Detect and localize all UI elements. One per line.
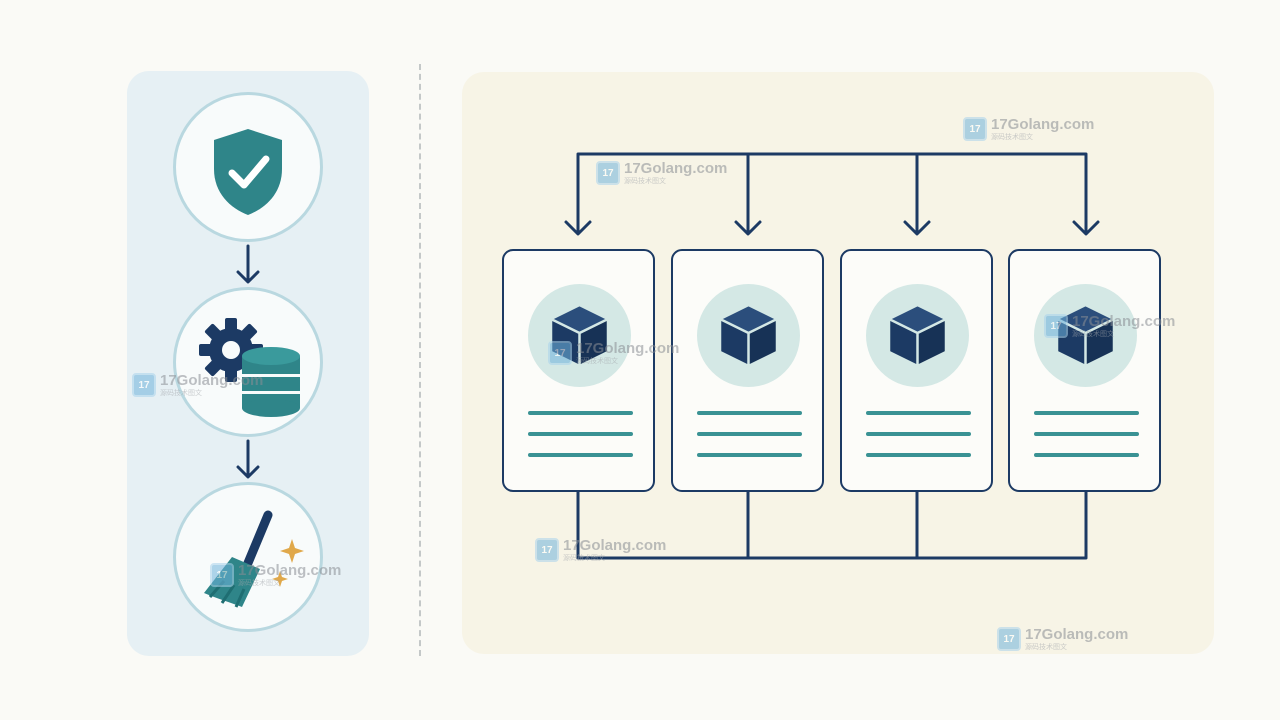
worker-text-line <box>697 453 802 457</box>
worker-text-line <box>528 411 633 415</box>
fan-in-bus <box>576 490 1088 560</box>
watermark-logo: 17 <box>963 117 987 141</box>
cube-icon <box>887 303 948 368</box>
watermark-logo: 17 <box>535 538 559 562</box>
worker-card <box>840 249 993 492</box>
arrow-step1-to-step2 <box>236 244 260 284</box>
watermark-logo: 17 <box>997 627 1021 651</box>
shield-check-icon <box>214 129 282 215</box>
arrowhead-card-2 <box>734 220 762 236</box>
worker-text-line <box>1034 432 1139 436</box>
arrowhead-card-3 <box>903 220 931 236</box>
worker-text-line <box>528 432 633 436</box>
watermark-logo: 17 <box>132 373 156 397</box>
worker-icon-halo <box>528 284 631 387</box>
watermark-logo: 17 <box>1044 314 1068 338</box>
watermark-logo: 17 <box>210 563 234 587</box>
worker-icon-halo <box>866 284 969 387</box>
worker-text-line <box>1034 411 1139 415</box>
worker-card <box>1008 249 1161 492</box>
cube-icon <box>549 303 610 368</box>
watermark-logo: 17 <box>596 161 620 185</box>
worker-text-line <box>697 432 802 436</box>
worker-icon-halo <box>697 284 800 387</box>
fan-out-bus <box>576 152 1088 235</box>
worker-text-line <box>866 432 971 436</box>
worker-text-line <box>697 411 802 415</box>
arrowhead-card-1 <box>564 220 592 236</box>
cube-icon <box>718 303 779 368</box>
cube-icon <box>1055 303 1116 368</box>
panel-divider <box>419 64 421 656</box>
watermark-logo: 17 <box>548 341 572 365</box>
worker-text-line <box>1034 453 1139 457</box>
worker-text-line <box>528 453 633 457</box>
arrow-step2-to-step3 <box>236 439 260 479</box>
worker-card <box>671 249 824 492</box>
step-validate <box>173 92 323 242</box>
worker-card <box>502 249 655 492</box>
worker-text-line <box>866 453 971 457</box>
worker-text-line <box>866 411 971 415</box>
arrowhead-card-4 <box>1072 220 1100 236</box>
gear-database-icon <box>199 318 300 417</box>
step-process <box>173 287 323 437</box>
